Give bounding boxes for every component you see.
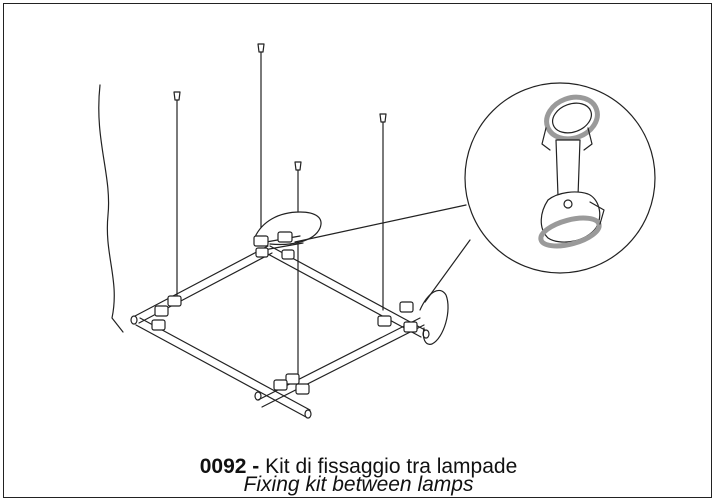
clamp (151, 231, 418, 395)
rod-right-front (257, 317, 425, 408)
lamp-shade-top (254, 211, 322, 246)
left-cable (98, 84, 124, 333)
magnified-clamp-detail-icon (538, 94, 605, 249)
caption-italian: 0092 - Kit di fissaggio tra lampade (0, 456, 717, 478)
product-code: 0092 - (199, 455, 260, 478)
leader-line-bottom (424, 239, 471, 303)
suspension-wire-4 (294, 161, 302, 377)
title-english: Fixing kit between lamps (243, 473, 474, 496)
rod-left-front (135, 317, 311, 418)
suspension-wire-1 (257, 43, 265, 233)
suspension-wire-2 (173, 91, 181, 297)
title-italian: Kit di fissaggio tra lampade (265, 455, 518, 478)
suspension-wire-3 (379, 113, 387, 311)
rod-right-back (265, 245, 426, 338)
leader-line-top (294, 204, 467, 243)
lamp-shade-right (419, 289, 449, 345)
